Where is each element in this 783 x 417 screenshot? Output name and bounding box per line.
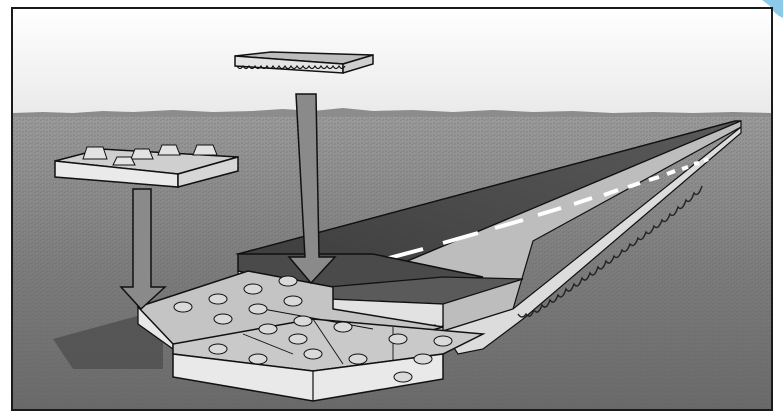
sky (13, 9, 771, 117)
road-illustration (13, 9, 771, 409)
illustration-frame (11, 7, 773, 411)
